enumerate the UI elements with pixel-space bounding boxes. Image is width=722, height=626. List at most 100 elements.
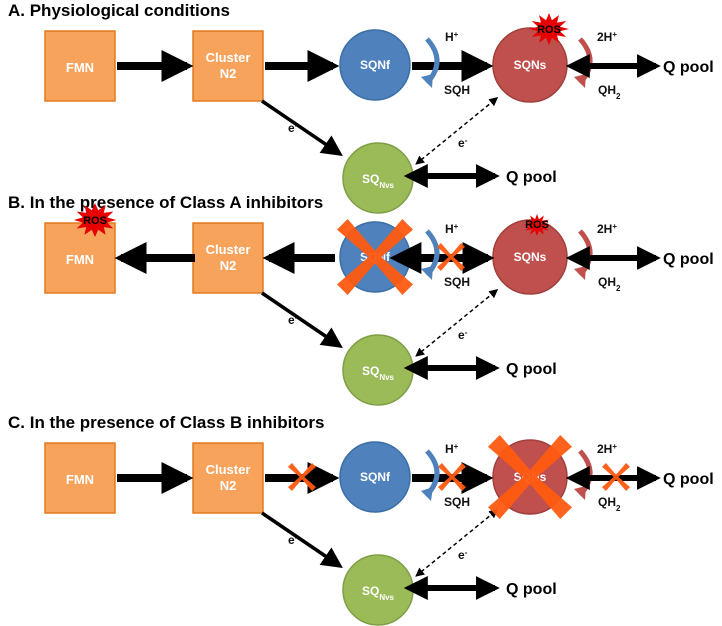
h-plus-label: H+ xyxy=(445,30,459,45)
q-pool-label: Q pool xyxy=(506,581,557,598)
sqns-label: SQNs xyxy=(514,58,547,72)
cluster-n2-rect xyxy=(192,30,264,102)
sqnvs-label: SQNvs xyxy=(362,172,395,190)
sqnvs-label: SQNvs xyxy=(362,364,395,382)
sqnf-bend-arrow xyxy=(421,37,440,88)
fmn-label: FMN xyxy=(66,60,94,75)
fmn-rect xyxy=(44,30,116,102)
electron-label: e- xyxy=(288,313,298,328)
qh2-label: QH2 xyxy=(598,275,621,293)
ros-burst-icon: ROS xyxy=(73,203,117,237)
electron-label: e- xyxy=(458,328,468,343)
cluster-label-line2: N2 xyxy=(220,258,237,273)
fmn-box: FMN xyxy=(44,30,116,102)
ros-burst-shape xyxy=(73,203,117,237)
cluster-label-line1: Cluster xyxy=(206,462,251,477)
panel-b: B. In the presence of Class A inhibitors… xyxy=(8,193,714,406)
inhibition-cross-arrow xyxy=(602,463,630,491)
electron-label: e- xyxy=(440,47,450,62)
cluster-label-line1: Cluster xyxy=(206,50,251,65)
inhibition-cross-icon xyxy=(602,463,630,491)
arrow-sqnvs-sqns xyxy=(415,289,499,357)
ros-burst-shape xyxy=(529,13,569,45)
electron-label: e- xyxy=(143,459,153,474)
electron-label: e- xyxy=(288,121,298,136)
panel-title: B. In the presence of Class A inhibitors xyxy=(8,193,323,212)
two-h-plus-label: 2H+ xyxy=(597,222,617,237)
inhibition-cross-icon xyxy=(438,463,466,491)
ros-burst-icon: ROS xyxy=(529,13,569,45)
electron-label: e- xyxy=(143,47,153,62)
arrow-n2-to-sqnvs xyxy=(261,511,343,568)
sqnf-node: SQNf xyxy=(339,29,411,101)
fmn-rect xyxy=(44,442,116,514)
sqnvs-label: SQNvs xyxy=(362,584,395,602)
inhibition-cross-arrow xyxy=(437,243,465,271)
sqnvs-node: SQNvs xyxy=(342,142,414,214)
sqns-node: SQNs xyxy=(492,219,568,295)
panel-c: C. In the presence of Class B inhibitors… xyxy=(8,413,714,626)
sqnf-bend-arrow xyxy=(421,229,440,280)
sqnf-bend-arrow xyxy=(421,449,440,501)
inhibition-cross-sqns xyxy=(488,435,572,519)
inhibition-cross-icon xyxy=(288,463,316,491)
inhibition-cross-icon xyxy=(437,243,465,271)
fmn-box: FMN xyxy=(44,222,116,294)
inhibition-cross-arrow xyxy=(288,463,316,491)
bend-arrow-head xyxy=(574,266,586,280)
ros-label: ROS xyxy=(525,219,549,231)
arrow-n2-to-sqnvs xyxy=(261,99,343,156)
fmn-label: FMN xyxy=(66,252,94,267)
inhibition-cross-arrow xyxy=(438,463,466,491)
sqnvs-node: SQNvs xyxy=(342,554,414,626)
electron-label: e- xyxy=(150,239,160,254)
q-pool-label: Q pool xyxy=(663,251,714,268)
q-pool-label: Q pool xyxy=(663,471,714,488)
qh2-label: QH2 xyxy=(598,83,621,101)
h-plus-label: H+ xyxy=(445,442,459,457)
sqh-label: SQH xyxy=(444,495,470,509)
sqnvs-node: SQNvs xyxy=(342,334,414,406)
cluster-label-line2: N2 xyxy=(220,66,237,81)
arrow-sqnvs-sqns xyxy=(415,509,499,577)
bend-arrow-head xyxy=(574,486,586,500)
ros-burst-shape xyxy=(523,214,551,236)
inhibition-cross-icon xyxy=(488,435,572,519)
fmn-label: FMN xyxy=(66,472,94,487)
ros-label: ROS xyxy=(83,215,107,227)
ros-burst-icon: ROS xyxy=(523,214,551,236)
sqnf-circle xyxy=(339,441,411,513)
electron-label: e- xyxy=(458,548,468,563)
bend-arrow-head xyxy=(421,74,433,88)
fmn-box: FMN xyxy=(44,442,116,514)
inhibition-cross-sqnf xyxy=(337,219,413,295)
cluster-n2-rect xyxy=(192,442,264,514)
sqnf-label: SQNf xyxy=(360,58,391,72)
cluster-label-line1: Cluster xyxy=(206,242,251,257)
electron-label: e- xyxy=(292,459,302,474)
panel-a: A. Physiological conditionsFMNClusterN2S… xyxy=(8,1,714,214)
sqns-label: SQNs xyxy=(514,250,547,264)
bend-arrow-head xyxy=(421,487,433,501)
sqh-label: SQH xyxy=(444,83,470,97)
qh2-label: QH2 xyxy=(598,495,621,513)
bend-arrow-head xyxy=(421,266,433,280)
sqnf-circle xyxy=(339,29,411,101)
cluster-label-line2: N2 xyxy=(220,478,237,493)
electron-label: e- xyxy=(458,136,468,151)
cluster-n2-rect xyxy=(192,222,264,294)
electron-label: e- xyxy=(297,239,307,254)
electron-label: e- xyxy=(288,533,298,548)
panel-title: A. Physiological conditions xyxy=(8,1,230,20)
ros-label: ROS xyxy=(537,24,561,36)
inhibition-cross-icon xyxy=(337,219,413,295)
q-pool-label: Q pool xyxy=(663,59,714,76)
arrow-sqnvs-sqns xyxy=(415,97,499,165)
two-h-plus-label: 2H+ xyxy=(597,442,617,457)
q-pool-label: Q pool xyxy=(506,361,557,378)
q-pool-label: Q pool xyxy=(506,169,557,186)
two-h-plus-label: 2H+ xyxy=(597,30,617,45)
bend-arrow-head xyxy=(574,74,586,88)
sqnf-label: SQNf xyxy=(360,470,391,484)
